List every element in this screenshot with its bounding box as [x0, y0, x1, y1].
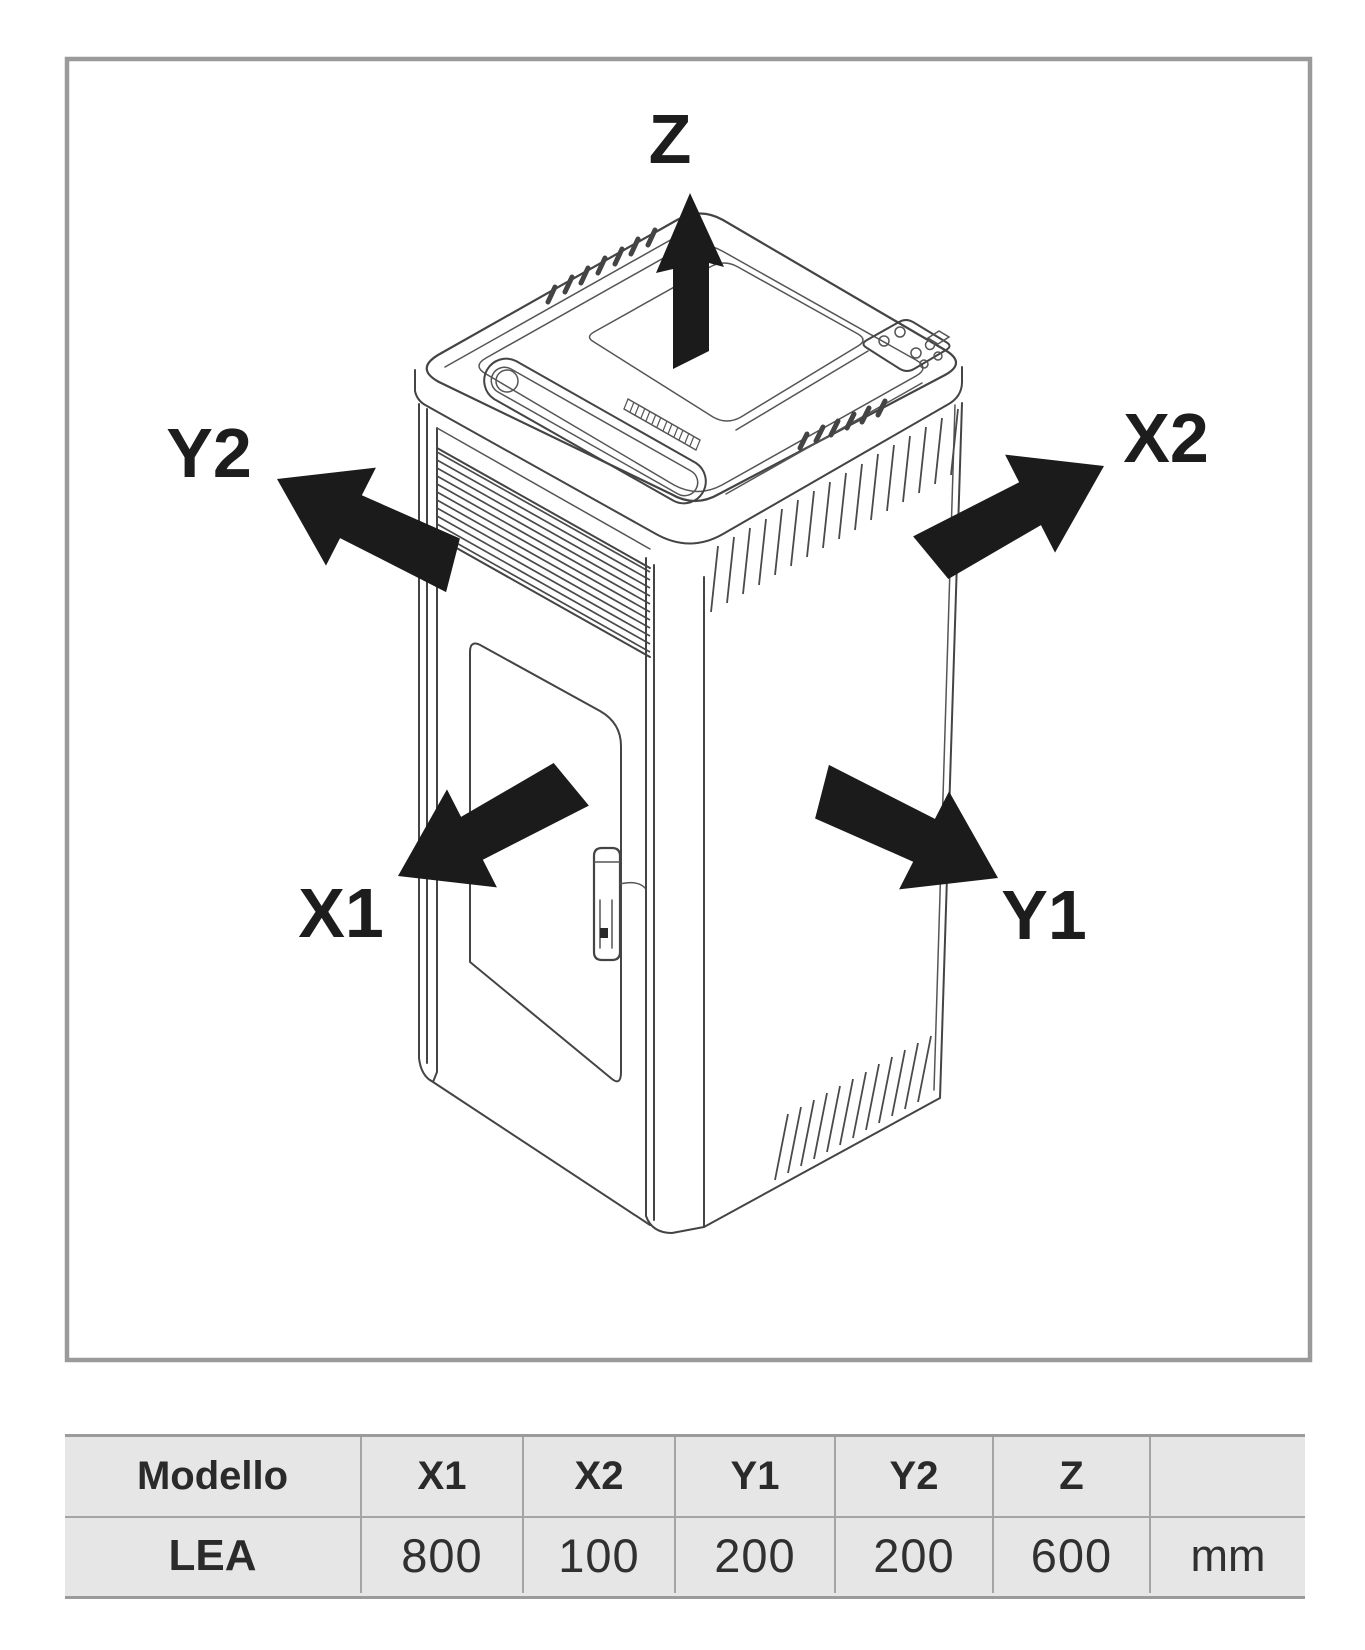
pellet-stove-illustration [414, 212, 963, 1234]
table-header-x1: X1 [360, 1437, 522, 1518]
louver-grille-lines [436, 451, 651, 653]
top-groove-hole [495, 369, 519, 393]
label-x2: X2 [1123, 399, 1209, 477]
stove-top-slab-edge [414, 366, 963, 545]
panel-button [924, 339, 936, 351]
front-left-edge [418, 403, 438, 1073]
arrow-x1 [373, 735, 603, 926]
arrow-y1 [793, 737, 1023, 928]
front-bottom-edge [418, 1057, 651, 1226]
stove-top-back-rim [444, 237, 675, 368]
table-cell-x2: 100 [522, 1518, 674, 1593]
table-header-x2: X2 [522, 1437, 674, 1518]
table-header-y2: Y2 [834, 1437, 992, 1518]
top-groove-inner [490, 366, 699, 497]
panel-button [878, 335, 890, 347]
hopper-lid [588, 262, 864, 422]
door-handle [592, 846, 646, 962]
panel-button [919, 359, 929, 369]
control-panel [862, 319, 951, 372]
front-top-seam [436, 427, 651, 550]
door-window [469, 642, 622, 1083]
panel-display [926, 330, 951, 345]
table-cell-unit: mm [1149, 1518, 1305, 1593]
table-header-unit [1149, 1437, 1305, 1518]
spec-table: Modello X1 X2 Y1 Y2 Z LEA 800 100 200 20… [65, 1434, 1305, 1599]
diagram-frame-border [64, 56, 1313, 1363]
lid-tooth-strip [623, 398, 701, 451]
table-header-modello: Modello [65, 1437, 360, 1518]
table-header-z: Z [992, 1437, 1149, 1518]
hopper-lid-seam [735, 350, 869, 431]
table-header-y1: Y1 [674, 1437, 834, 1518]
top-recess-seam [725, 382, 923, 495]
handle-lock [600, 928, 608, 938]
panel-button [894, 326, 906, 338]
panel-button [933, 351, 943, 361]
lid-tooth-ticks [623, 398, 701, 451]
table-cell-model: LEA [168, 1530, 257, 1580]
label-y2: Y2 [166, 414, 252, 492]
arrow-x2 [899, 416, 1129, 607]
label-z: Z [649, 100, 692, 178]
right-side-edge [703, 402, 963, 1228]
panel-button [910, 347, 922, 359]
side-bottom-vents [774, 1035, 932, 1181]
table-cell-z: 600 [992, 1518, 1149, 1593]
louver-grille-frame [436, 447, 651, 658]
table-cell-y1: 200 [674, 1518, 834, 1593]
arrow-z [656, 193, 724, 369]
clearance-arrows [252, 193, 1129, 928]
table-cell-y2: 200 [834, 1518, 992, 1593]
top-vent-dashes-right [797, 398, 888, 451]
label-x1: X1 [298, 874, 384, 952]
top-groove-outer [483, 357, 707, 505]
label-y1: Y1 [1001, 876, 1087, 954]
corner-pillar [645, 557, 705, 1234]
table-cell-x1: 800 [360, 1518, 522, 1593]
top-vent-dashes-left [545, 227, 658, 305]
side-top-vents [710, 408, 959, 613]
